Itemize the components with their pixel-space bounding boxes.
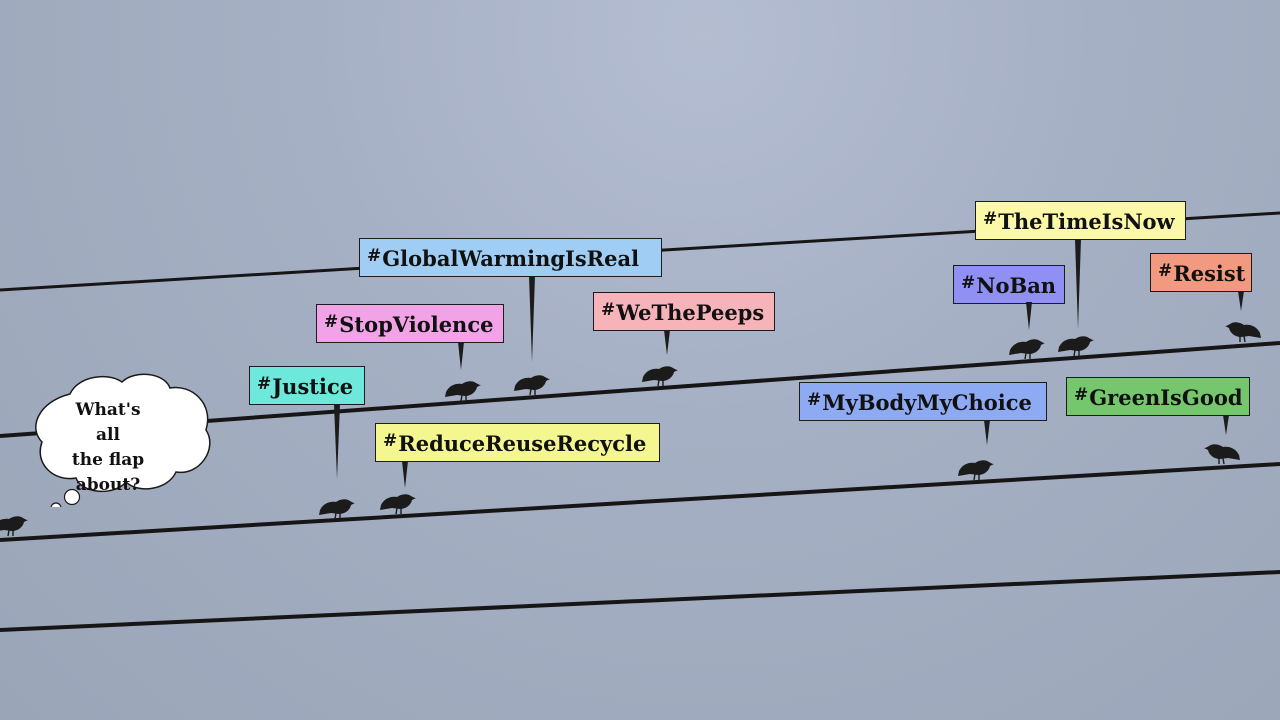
tag-text: MyBodyMyChoice: [822, 390, 1032, 415]
bird: [513, 374, 551, 396]
tag-text: Justice: [272, 374, 354, 399]
tag-the-time-is-now: #TheTimeIsNow: [975, 201, 1186, 240]
tag-text: TheTimeIsNow: [998, 209, 1175, 234]
tag-pointer: [529, 276, 535, 362]
tag-text: GreenIsGood: [1089, 385, 1243, 410]
thought-line: about?: [75, 475, 141, 495]
bird: [379, 493, 417, 515]
tag-reduce-reuse-recycle: #ReduceReuseRecycle: [375, 423, 660, 462]
tag-we-the-peeps: #WeThePeeps: [593, 292, 775, 331]
bird: [641, 365, 679, 387]
bird: [444, 380, 482, 402]
thought-dot: [63, 488, 81, 506]
bird: [1203, 443, 1241, 465]
tag-pointer: [1075, 239, 1081, 329]
hash-symbol: #: [961, 273, 976, 293]
tag-text: GlobalWarmingIsReal: [382, 246, 640, 271]
thought-line: What's all: [75, 400, 141, 445]
hash-symbol: #: [807, 390, 822, 410]
tag-pointer: [334, 404, 340, 479]
tag-pointer: [402, 461, 408, 488]
wire-upper: [0, 341, 1280, 438]
tag-no-ban: #NoBan: [953, 265, 1065, 304]
bird: [957, 459, 995, 481]
thought-line: the flap: [71, 450, 145, 470]
tag-green-is-good: #GreenIsGood: [1066, 377, 1250, 416]
tag-justice: #Justice: [249, 366, 365, 405]
tag-text: Resist: [1173, 261, 1246, 286]
bird: [1224, 321, 1262, 343]
bird: [0, 515, 29, 537]
bird: [318, 498, 356, 520]
tag-my-body-my-choice: #MyBodyMyChoice: [799, 382, 1047, 421]
tag-pointer: [984, 420, 990, 445]
tag-resist: #Resist: [1150, 253, 1252, 292]
bird: [1008, 338, 1046, 360]
bird: [1057, 335, 1095, 357]
hash-symbol: #: [367, 246, 382, 266]
tag-stop-violence: #StopViolence: [316, 304, 504, 343]
hash-symbol: #: [601, 300, 616, 320]
tag-global-warming: #GlobalWarmingIsReal: [359, 238, 662, 277]
wire-bottom: [0, 570, 1280, 632]
hash-symbol: #: [983, 209, 998, 229]
tag-pointer: [458, 342, 464, 370]
tag-pointer: [1223, 415, 1229, 435]
tag-pointer: [1238, 291, 1244, 311]
hash-symbol: #: [383, 431, 398, 451]
tag-text: NoBan: [976, 273, 1057, 298]
thought-dot: [50, 502, 62, 507]
thought-bubble: [35, 373, 211, 507]
tag-text: StopViolence: [339, 312, 494, 337]
thought-text: What's all the flap about?: [62, 398, 154, 498]
tag-pointer: [1026, 302, 1032, 330]
tag-text: WeThePeeps: [616, 300, 765, 325]
tag-text: ReduceReuseRecycle: [398, 431, 647, 456]
hash-symbol: #: [1158, 261, 1173, 281]
hash-symbol: #: [1074, 385, 1089, 405]
hash-symbol: #: [257, 374, 272, 394]
tag-pointer: [664, 330, 670, 355]
hash-symbol: #: [324, 312, 339, 332]
wire-lower: [0, 462, 1280, 542]
